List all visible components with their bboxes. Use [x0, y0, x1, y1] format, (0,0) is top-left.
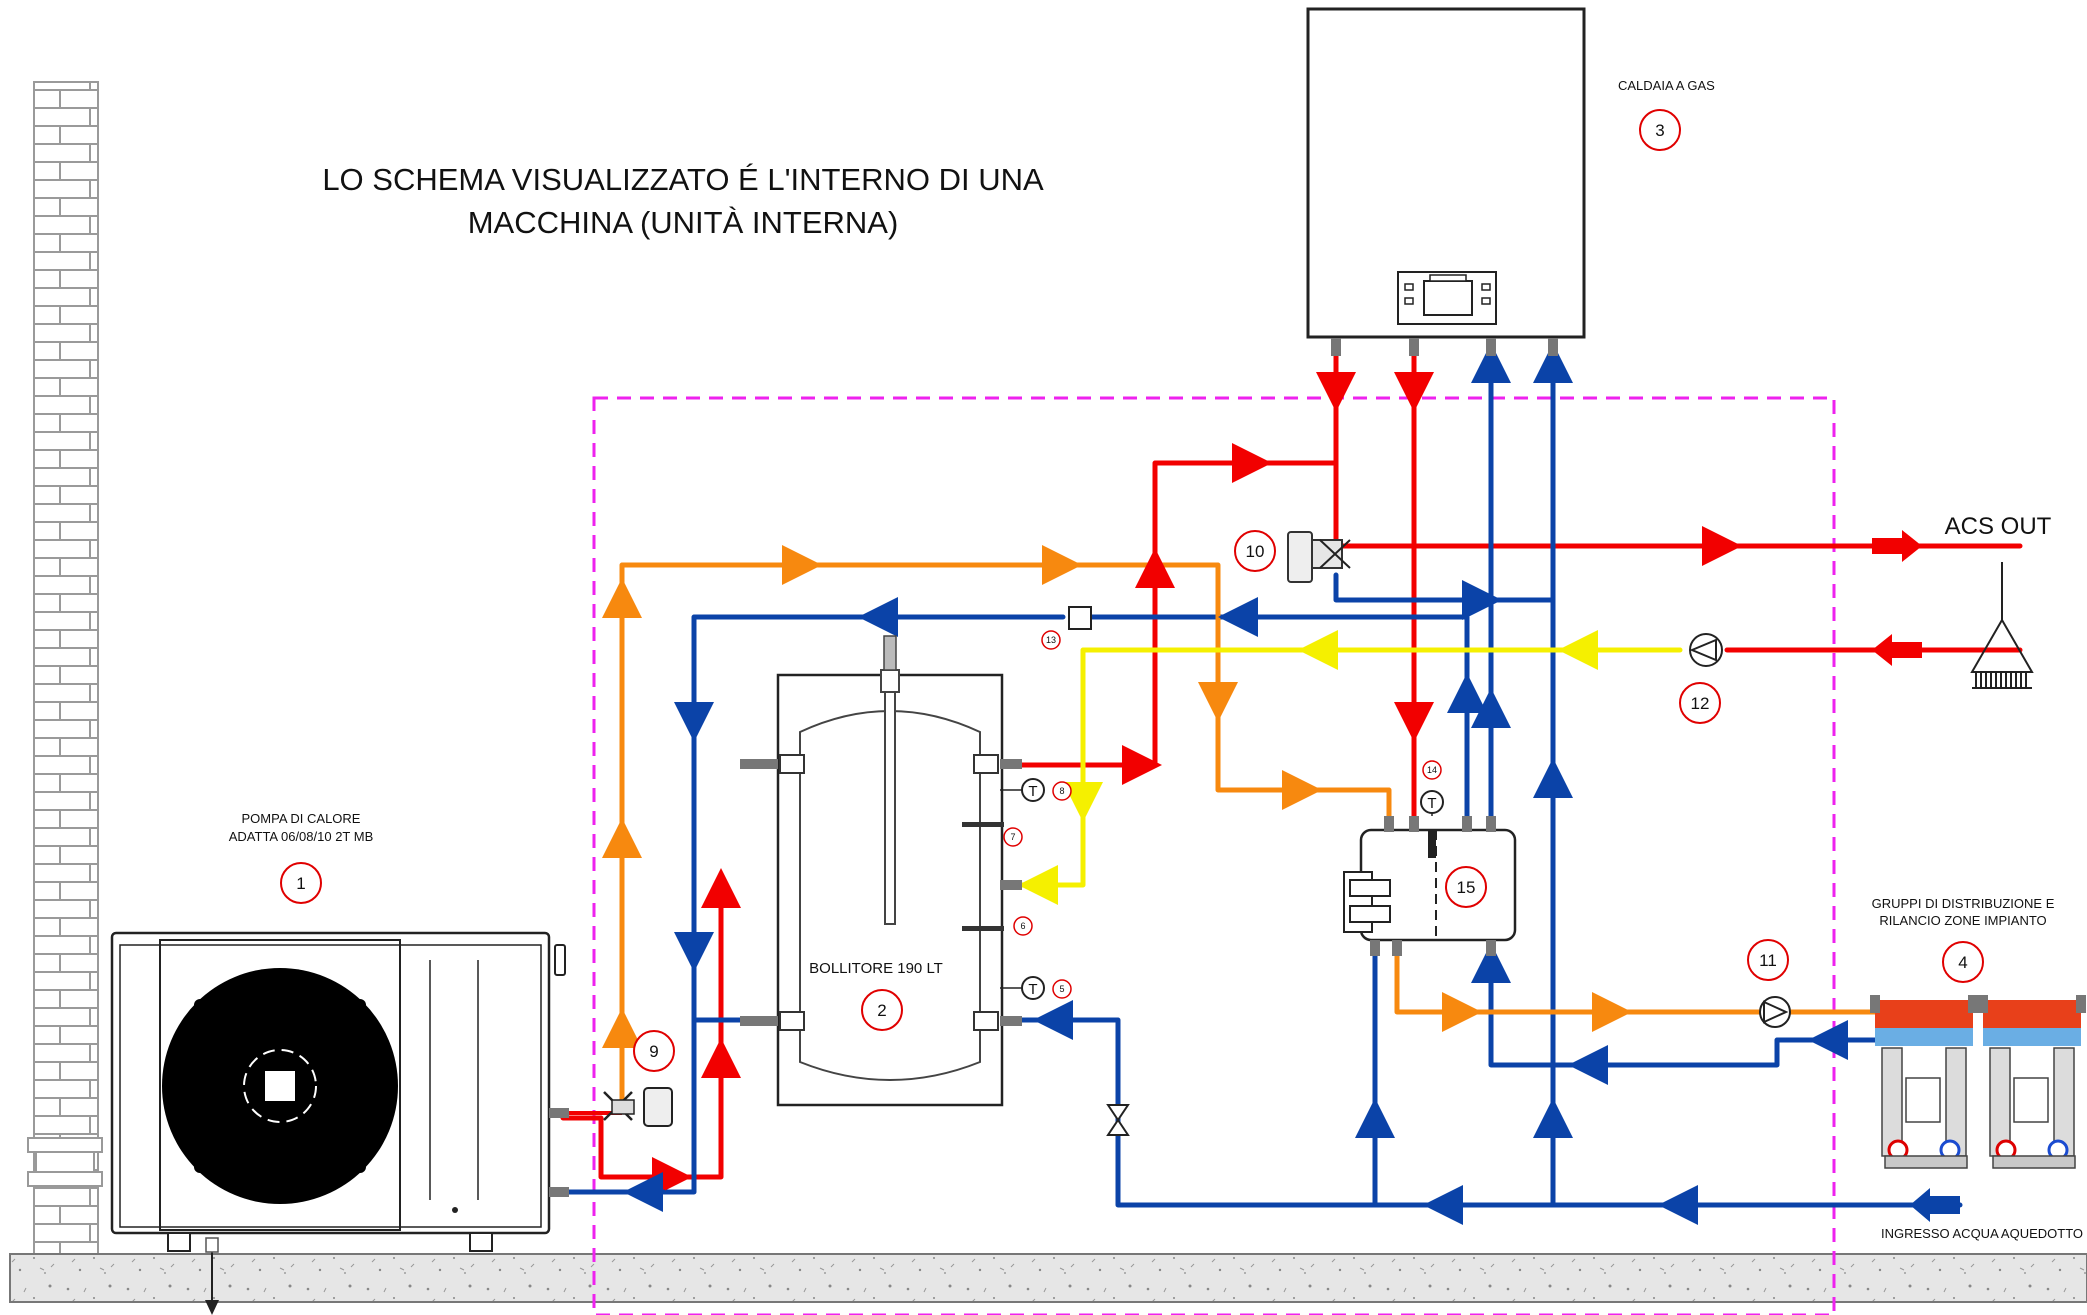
marker-7-circle	[1003, 827, 1023, 847]
marker-9-number: 9	[649, 1042, 658, 1061]
marker-13-circle	[1041, 630, 1061, 650]
distribution-group-a	[1870, 995, 1978, 1169]
ground-slab	[9, 1253, 2087, 1303]
marker-5-circle	[1052, 979, 1072, 999]
cold-water-pipes	[560, 342, 1963, 1208]
plate-heat-exchanger-15	[1343, 816, 1517, 956]
brick-wall	[27, 81, 103, 1255]
marker-8-circle	[1052, 781, 1072, 801]
marker-10-circle	[1234, 530, 1276, 572]
heat-pump-flow-pipes	[619, 562, 1883, 1106]
pump-11	[1759, 996, 1791, 1028]
marker-3-circle	[1639, 109, 1681, 151]
water-inlet-label: INGRESSO ACQUA AQUEDOTTO	[1881, 1226, 2083, 1241]
sensor-14-symbol: T	[1427, 795, 1436, 812]
marker-11-circle	[1747, 939, 1789, 981]
distribution-label-line2: RILANCIO ZONE IMPIANTO	[1879, 913, 2046, 928]
marker-12-number: 12	[1691, 694, 1710, 713]
marker-6-circle	[1013, 916, 1033, 936]
heat-pump-unit	[110, 931, 640, 1252]
marker-1-circle	[280, 862, 322, 904]
marker-11-number: 11	[1759, 951, 1777, 970]
marker-14-circle	[1422, 760, 1442, 780]
acs-out-label: ACS OUT	[1945, 513, 2052, 540]
flow-arrows	[602, 343, 1850, 1225]
acs-out-arrow	[1872, 530, 1922, 562]
marker-1-number: 1	[296, 874, 305, 893]
marker-4-number: 4	[1958, 953, 1967, 972]
diverter-valve-10	[1287, 531, 1351, 583]
sensor-5-symbol: T	[1028, 981, 1037, 998]
sensor-8-symbol: T	[1028, 783, 1037, 800]
marker-6-number: 6	[1020, 921, 1025, 931]
shower-icon	[1970, 562, 2034, 689]
diagram-title-line2: MACCHINA (UNITÀ INTERNA)	[468, 205, 899, 240]
diverter-valve-9	[603, 1087, 673, 1127]
tank-label: BOLLITORE 190 LT	[809, 960, 943, 977]
marker-12-circle	[1679, 682, 1721, 724]
cold-inlet-red-arrow	[1872, 634, 1922, 666]
marker-13-number: 13	[1046, 635, 1056, 645]
shutoff-valve	[1106, 1104, 1130, 1136]
distribution-group-b	[1978, 995, 2086, 1169]
sensor-13-box	[1068, 606, 1092, 630]
marker-10-number: 10	[1246, 542, 1265, 561]
boiler-connections	[1331, 338, 1558, 356]
boiler-label: CALDAIA A GAS	[1618, 78, 1715, 93]
marker-14-number: 14	[1427, 765, 1437, 775]
distribution-label-line1: GRUPPI DI DISTRIBUZIONE E	[1872, 896, 2055, 911]
marker-3-number: 3	[1655, 121, 1664, 140]
gas-boiler	[1306, 7, 1586, 339]
marker-7-number: 7	[1010, 832, 1015, 842]
marker-2-circle	[861, 989, 903, 1031]
sensor-5-probe	[1000, 976, 1045, 1000]
storage-tank	[740, 635, 1022, 1107]
condensate-drain-arrow	[205, 1237, 219, 1315]
sensor-8-probe	[1000, 778, 1045, 802]
aqueduct-inlet-arrow	[1910, 1188, 1960, 1222]
diagram-title-line1: LO SCHEMA VISUALIZZATO É L'INTERNO DI UN…	[322, 162, 1044, 197]
marker-15-number: 15	[1457, 878, 1476, 897]
marker-5-number: 5	[1059, 984, 1064, 994]
marker-8-number: 8	[1059, 786, 1064, 796]
marker-4-circle	[1942, 941, 1984, 983]
marker-2-number: 2	[877, 1001, 886, 1020]
heat-pump-label-line2: ADATTA 06/08/10 2T MB	[229, 829, 374, 844]
pump-12	[1689, 633, 1723, 667]
marker-15-circle	[1445, 866, 1487, 908]
marker-9-circle	[633, 1030, 675, 1072]
heat-pump-label-line1: POMPA DI CALORE	[242, 811, 361, 826]
sensor-14-probe	[1420, 790, 1444, 816]
